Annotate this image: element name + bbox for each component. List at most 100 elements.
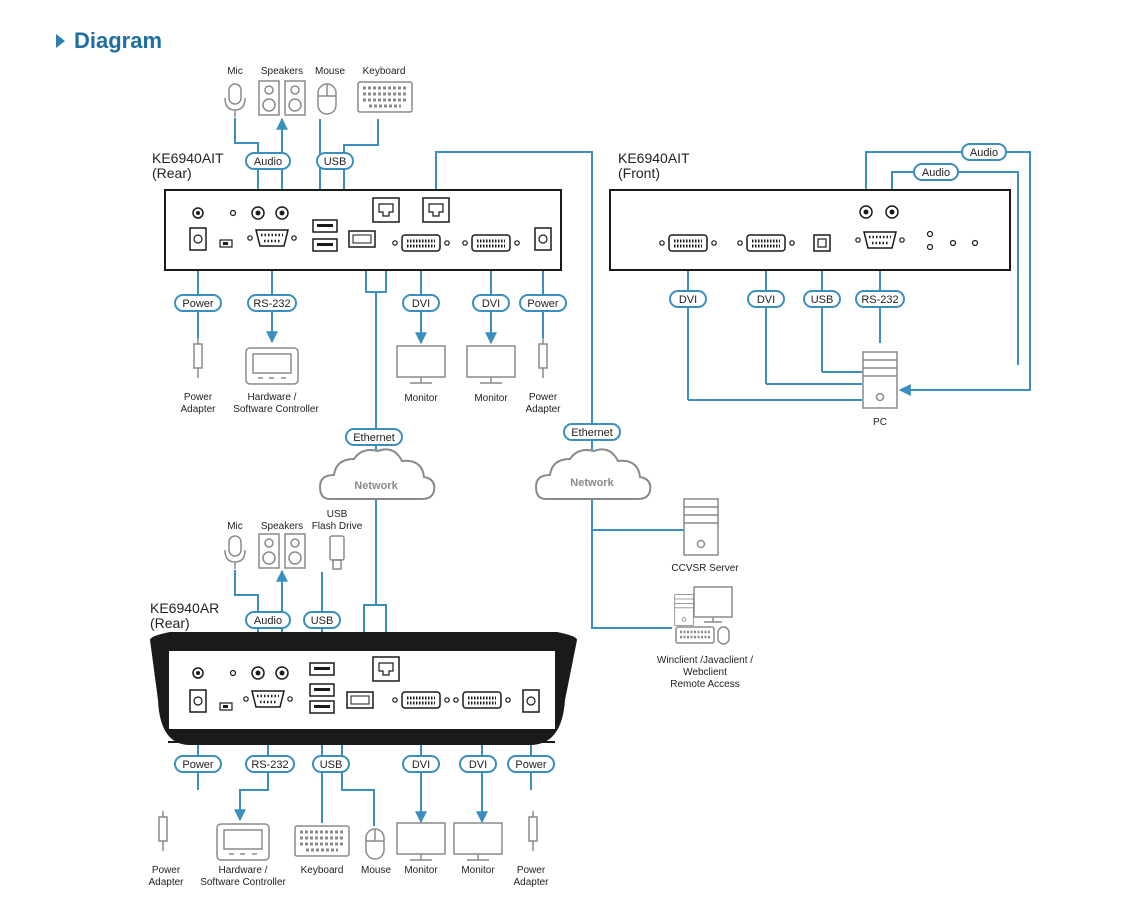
ke6940ait-front-ports — [658, 205, 979, 253]
usb-pill: USB — [316, 152, 354, 170]
triangle-bullet-icon — [56, 34, 65, 48]
ke6940ait-rear-ports — [189, 197, 552, 253]
dvi-pill: DVI — [747, 290, 785, 308]
ccvsr-label: CCVSR Server — [671, 563, 739, 574]
ke6940ar-rear-ports — [189, 656, 540, 714]
ke6940ar-rear-panel — [167, 649, 557, 731]
rs232-pill: RS-232 — [855, 290, 905, 308]
rs232-pill: RS-232 — [247, 294, 297, 312]
speakers-icon — [258, 80, 306, 116]
power-pill: Power — [519, 294, 567, 312]
mouse-icon — [317, 83, 337, 115]
controller-icon — [245, 347, 299, 385]
usb-flash-label: Flash Drive — [312, 521, 363, 532]
power-adapter-label: Power — [152, 865, 181, 876]
power-plug-icon — [158, 810, 168, 852]
usb-flash-drive-icon — [329, 535, 345, 570]
monitor-icon — [466, 345, 516, 384]
pc-tower-icon — [862, 351, 898, 409]
usb-pill-text: USB — [311, 615, 334, 627]
monitor-icon — [396, 822, 446, 861]
remote-access-label: Webclient — [683, 667, 727, 678]
mic-icon — [224, 535, 246, 570]
power-adapter-label: Adapter — [180, 404, 216, 415]
power-adapter-label: Adapter — [525, 404, 561, 415]
device-subtitle: (Rear) — [150, 615, 190, 631]
keyboard-icon — [356, 80, 414, 114]
dvi-pill: DVI — [402, 294, 440, 312]
controller-label: Software Controller — [200, 877, 286, 888]
controller-icon — [216, 823, 270, 861]
dvi-pill: DVI — [402, 755, 440, 773]
usb-pill: USB — [303, 611, 341, 629]
dvi-pill-text: DVI — [412, 759, 430, 771]
dvi-pill: DVI — [472, 294, 510, 312]
device-subtitle: (Rear) — [152, 165, 192, 181]
mic-icon — [224, 83, 246, 118]
usb-pill-text: USB — [324, 156, 347, 168]
audio-pill: Audio — [961, 143, 1007, 161]
dvi-pill-text: DVI — [679, 294, 697, 306]
device-subtitle: (Front) — [618, 165, 660, 181]
usb-pill-text: USB — [811, 294, 834, 306]
controller-label: Hardware / — [219, 865, 268, 876]
power-pill-text: Power — [182, 298, 214, 310]
monitor-label: Monitor — [474, 393, 508, 404]
device-title: KE6940AIT — [618, 150, 690, 166]
power-adapter-label: Power — [184, 392, 213, 403]
ethernet-pill-text: Ethernet — [353, 432, 395, 444]
mouse-icon — [365, 828, 385, 860]
monitor-label: Monitor — [404, 393, 438, 404]
power-adapter-label: Adapter — [148, 877, 184, 888]
mouse-label: Mouse — [315, 66, 345, 77]
speakers-icon — [258, 533, 306, 569]
remote-workstation-icon — [674, 586, 733, 645]
device-title: KE6940AR — [150, 600, 219, 616]
controller-label: Software Controller — [233, 404, 319, 415]
audio-pill-text: Audio — [254, 615, 282, 627]
audio-pill: Audio — [245, 152, 291, 170]
dvi-pill: DVI — [669, 290, 707, 308]
ke6940ait-rear-panel — [164, 189, 562, 271]
rs232-pill-text: RS-232 — [861, 294, 898, 306]
usb-pill-text: USB — [320, 759, 343, 771]
power-adapter-label: Power — [529, 392, 558, 403]
audio-pill-text: Audio — [922, 167, 950, 179]
ccvsr-server-icon — [683, 498, 719, 556]
ethernet-pill: Ethernet — [345, 428, 403, 446]
mouse-label: Mouse — [361, 865, 391, 876]
remote-access-label: Winclient /Javaclient / — [657, 655, 753, 666]
keyboard-label: Keyboard — [301, 865, 344, 876]
dvi-pill-text: DVI — [469, 759, 487, 771]
usb-pill: USB — [312, 755, 350, 773]
keyboard-label: Keyboard — [363, 66, 406, 77]
mic-label: Mic — [227, 521, 243, 532]
heading-text: Diagram — [74, 28, 163, 53]
device-title: KE6940AIT — [152, 150, 224, 166]
usb-flash-label: USB — [327, 509, 348, 520]
power-plug-icon — [193, 337, 203, 379]
pc-label: PC — [873, 417, 887, 428]
power-pill-text: Power — [527, 298, 559, 310]
rs232-pill-text: RS-232 — [253, 298, 290, 310]
power-adapter-label: Adapter — [513, 877, 549, 888]
mic-label: Mic — [227, 66, 243, 77]
controller-label: Hardware / — [248, 392, 297, 403]
speakers-label: Speakers — [261, 521, 303, 532]
ke6940ait-front-panel — [609, 189, 1011, 271]
audio-pill-text: Audio — [970, 147, 998, 159]
ethernet-pill-text: Ethernet — [571, 427, 613, 439]
keyboard-icon — [293, 824, 351, 858]
usb-pill: USB — [803, 290, 841, 308]
dvi-pill-text: DVI — [482, 298, 500, 310]
dvi-pill: DVI — [459, 755, 497, 773]
power-plug-icon — [538, 337, 548, 379]
power-adapter-label: Power — [517, 865, 546, 876]
rs232-pill-text: RS-232 — [251, 759, 288, 771]
monitor-icon — [396, 345, 446, 384]
monitor-label: Monitor — [404, 865, 438, 876]
speakers-label: Speakers — [261, 66, 303, 77]
power-plug-icon — [528, 810, 538, 852]
